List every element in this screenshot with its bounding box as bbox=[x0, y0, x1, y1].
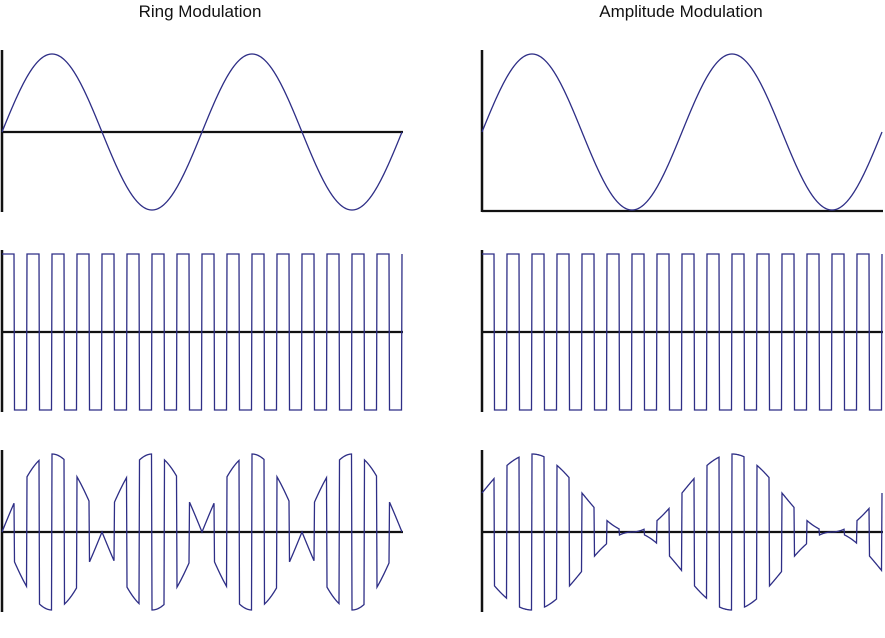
am-carrier-waveform bbox=[482, 253, 883, 411]
ring-modulation-title: Ring Modulation bbox=[138, 2, 262, 21]
amplitude-modulation-title: Amplitude Modulation bbox=[599, 2, 763, 21]
am-output-waveform bbox=[481, 453, 883, 611]
ring-carrier-waveform bbox=[2, 253, 403, 411]
ring-output-waveform bbox=[1, 453, 403, 611]
ring-modulator-waveform bbox=[1, 53, 403, 211]
am-modulator-waveform bbox=[481, 53, 883, 211]
